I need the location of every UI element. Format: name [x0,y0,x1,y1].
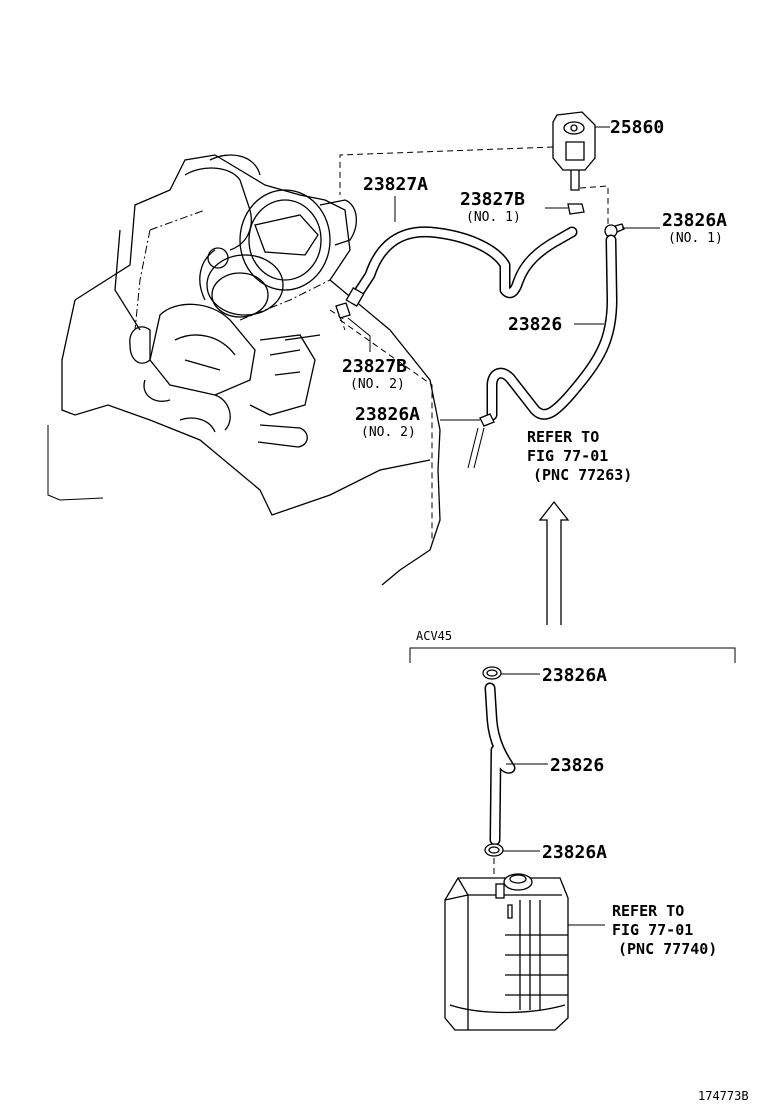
refer-note-2-line2: FIG 77-01 [612,921,693,939]
label-25860: 25860 [610,117,664,138]
clamp-23826a-low1[interactable] [482,666,540,680]
label-23826-top: 23826 [508,314,562,335]
clip-23827b-no1[interactable] [545,203,585,215]
refer-note-2-line3: (PNC 77740) [618,940,717,958]
engine-assembly [47,154,441,586]
refer-note-1-line2: FIG 77-01 [527,447,608,465]
label-23826-low: 23826 [550,755,604,776]
clamp-23826a-low2[interactable] [484,843,540,880]
label-23826a-no2-sub: (NO. 2) [361,425,416,440]
charcoal-canister[interactable] [444,873,605,1031]
clamp-23826a-no1[interactable] [604,223,660,238]
figure-id: 174773B [698,1089,749,1103]
label-23826a-no1: 23826A [662,210,727,231]
label-23826a-low2: 23826A [542,842,607,863]
flow-arrow-up[interactable] [538,500,570,625]
refer-note-2-line1: REFER TO [612,902,684,920]
variant-bracket [409,647,736,663]
vsv-connection-dash [339,146,554,195]
refer-note-1-line1: REFER TO [527,428,599,446]
hose-23827a[interactable] [345,226,578,307]
refer-note-1-line3: (PNC 77263) [533,466,632,484]
label-23827b-no1: 23827B [460,189,525,210]
variant-label: ACV45 [416,629,452,643]
label-23826a-low1: 23826A [542,665,607,686]
clip-23827b-no2[interactable] [335,302,371,352]
vsv-25860[interactable] [552,111,610,191]
label-23827b-no1-sub: (NO. 1) [466,210,521,225]
clamp-23826a-no2[interactable] [440,413,495,469]
label-23826a-no2: 23826A [355,404,420,425]
label-23826a-no1-sub: (NO. 1) [668,231,723,246]
hose-23826-low[interactable] [484,682,548,846]
hose-23826-top[interactable] [486,234,618,421]
label-23827a: 23827A [363,174,428,195]
label-23827b-no2-sub: (NO. 2) [350,377,405,392]
label-23827b-no2: 23827B [342,356,407,377]
